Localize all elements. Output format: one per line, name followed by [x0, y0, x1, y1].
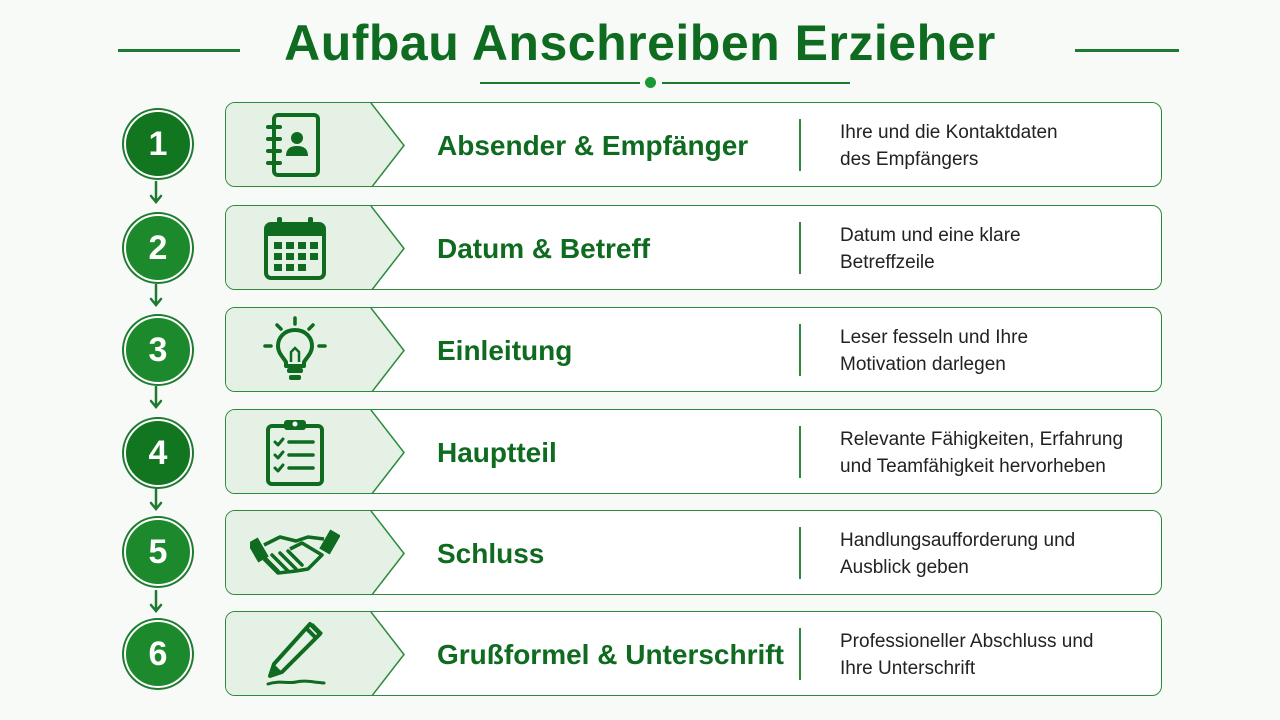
- step-number-6: 6: [124, 620, 192, 688]
- down-arrow-icon: [149, 386, 163, 409]
- step-number-3: 3: [124, 316, 192, 384]
- step-description: Ihre und die Kontaktdaten des Empfängers: [840, 103, 1150, 186]
- icon-panel: [226, 308, 406, 391]
- pen-signature-icon: [266, 622, 326, 686]
- step-card-6: Grußformel & Unterschrift Professionelle…: [225, 611, 1162, 696]
- title-rule-left: [118, 49, 240, 52]
- step-card-1: Absender & Empfänger Ihre und die Kontak…: [225, 102, 1162, 187]
- step-card-5: Schluss Handlungsaufforderung und Ausbli…: [225, 510, 1162, 595]
- description-line: des Empfängers: [840, 148, 979, 170]
- icon-panel: [226, 410, 406, 493]
- description-line: Betreffzeile: [840, 251, 935, 273]
- divider: [799, 324, 801, 376]
- divider: [799, 628, 801, 680]
- step-title: Schluss: [437, 537, 545, 569]
- handshake-icon: [250, 529, 340, 575]
- down-arrow-icon: [149, 181, 163, 204]
- description-line: Datum und eine klare: [840, 224, 1021, 246]
- step-description: Datum und eine klare Betreffzeile: [840, 206, 1150, 289]
- description-line: Motivation darlegen: [840, 353, 1006, 375]
- description-line: Leser fesseln und Ihre: [840, 326, 1029, 348]
- description-line: Ihre Unterschrift: [840, 657, 976, 679]
- step-number-5: 5: [124, 518, 192, 586]
- step-number-1: 1: [124, 110, 192, 178]
- step-description: Relevante Fähigkeiten, Erfahrung und Tea…: [840, 410, 1150, 493]
- title-underline-dot: [645, 77, 656, 88]
- divider: [799, 119, 801, 171]
- step-description: Professioneller Abschluss und Ihre Unter…: [840, 612, 1150, 695]
- step-card-3: Einleitung Leser fesseln und Ihre Motiva…: [225, 307, 1162, 392]
- step-title: Hauptteil: [437, 436, 557, 468]
- description-line: Handlungsaufforderung und: [840, 529, 1076, 551]
- lightbulb-icon: [263, 316, 327, 380]
- step-title: Absender & Empfänger: [437, 129, 749, 161]
- title-underline-right: [662, 82, 850, 84]
- description-line: Ausblick geben: [840, 556, 969, 578]
- step-number-4: 4: [124, 419, 192, 487]
- calendar-icon: [264, 217, 326, 280]
- down-arrow-icon: [149, 284, 163, 307]
- address-book-icon: [266, 113, 320, 177]
- description-line: und Teamfähigkeit hervorheben: [840, 455, 1106, 477]
- divider: [799, 426, 801, 478]
- divider: [799, 527, 801, 579]
- description-line: Professioneller Abschluss und: [840, 630, 1094, 652]
- icon-panel: [226, 206, 406, 289]
- description-line: Relevante Fähigkeiten, Erfahrung: [840, 428, 1124, 450]
- icon-panel: [226, 511, 406, 594]
- title-rule-right: [1075, 49, 1179, 52]
- step-card-2: Datum & Betreff Datum und eine klare Bet…: [225, 205, 1162, 290]
- step-title: Datum & Betreff: [437, 232, 651, 264]
- page-title: Aufbau Anschreiben Erzieher: [284, 15, 996, 71]
- description-line: Ihre und die Kontaktdaten: [840, 121, 1058, 143]
- step-card-4: Hauptteil Relevante Fähigkeiten, Erfahru…: [225, 409, 1162, 494]
- checklist-clipboard-icon: [266, 420, 324, 486]
- step-description: Leser fesseln und Ihre Motivation darleg…: [840, 308, 1150, 391]
- title-underline-left: [480, 82, 640, 84]
- down-arrow-icon: [149, 488, 163, 511]
- icon-panel: [226, 103, 406, 186]
- icon-panel: [226, 612, 406, 695]
- divider: [799, 222, 801, 274]
- down-arrow-icon: [149, 590, 163, 613]
- step-title: Grußformel & Unterschrift: [437, 638, 784, 670]
- step-description: Handlungsaufforderung und Ausblick geben: [840, 511, 1150, 594]
- step-title: Einleitung: [437, 334, 573, 366]
- step-number-2: 2: [124, 214, 192, 282]
- header: Aufbau Anschreiben Erzieher: [0, 0, 1280, 100]
